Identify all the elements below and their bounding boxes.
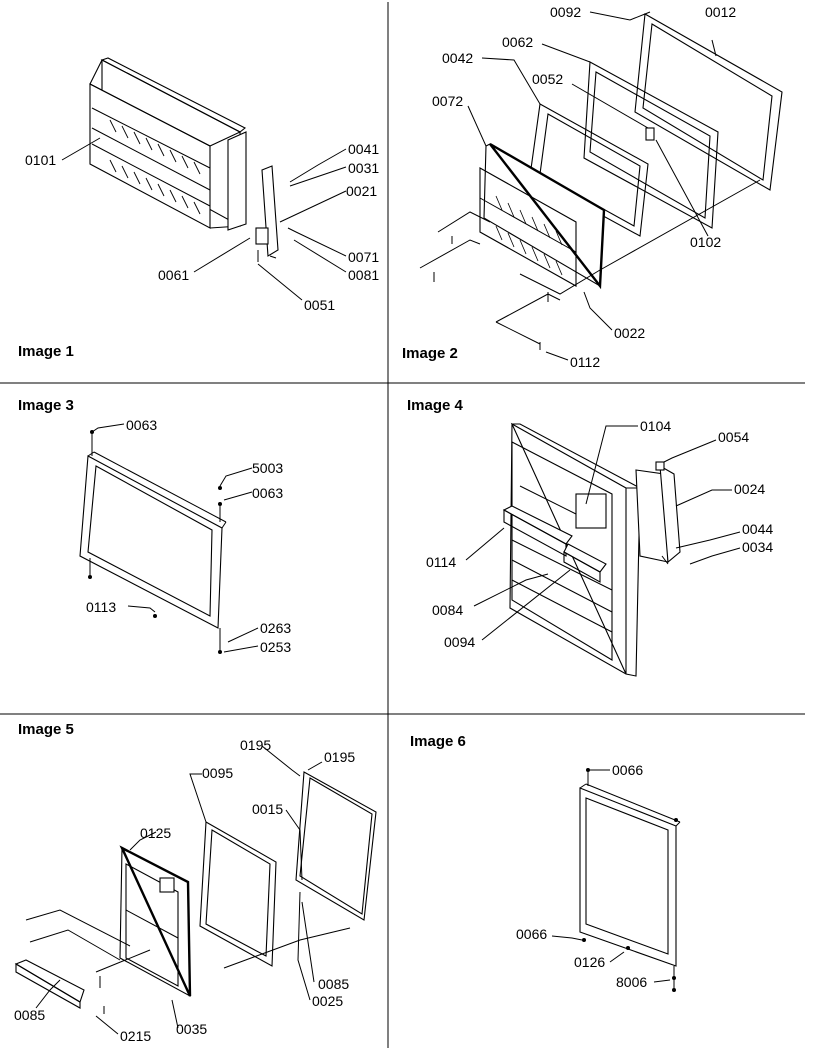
part-label-0104: 0104 xyxy=(640,418,671,434)
part-label-0042: 0042 xyxy=(442,50,473,66)
part-label-8006: 8006 xyxy=(616,974,647,990)
part-label-0034: 0034 xyxy=(742,539,773,555)
part-label-0031: 0031 xyxy=(348,160,379,176)
part-label-0024: 0024 xyxy=(734,481,765,497)
part-label-0195: 0195 xyxy=(240,737,271,753)
part-label-0112: 0112 xyxy=(570,354,600,370)
panel-title: Image 5 xyxy=(18,721,74,738)
panel-image-5: Image 5 xyxy=(14,721,377,1044)
callout-leaders xyxy=(465,425,741,641)
part-label-0052: 0052 xyxy=(532,71,563,87)
panel-image-6: Image 6 0066 0066 0126 8006 xyxy=(410,733,681,992)
callout-leaders xyxy=(35,745,323,1035)
part-label-0102: 0102 xyxy=(690,234,721,250)
panel-image-2: Image 2 xyxy=(402,4,783,370)
gasket-frame-drawing xyxy=(579,768,681,992)
part-label-0114: 0114 xyxy=(426,554,456,570)
part-labels: 0195 0195 0095 0125 0015 0085 0025 0085 … xyxy=(14,737,355,1044)
part-label-0021: 0021 xyxy=(346,183,377,199)
part-label-0066: 0066 xyxy=(612,762,643,778)
door-assembly-drawing xyxy=(502,422,681,677)
part-label-0085: 0085 xyxy=(318,976,349,992)
panel-image-4: Image 4 xyxy=(407,397,773,677)
panel-title: Image 6 xyxy=(410,733,466,750)
part-label-0253: 0253 xyxy=(260,639,291,655)
part-label-0015: 0015 xyxy=(252,801,283,817)
part-labels: 0092 0012 0062 0042 0052 0072 0102 0022 … xyxy=(432,4,736,370)
part-label-0061: 0061 xyxy=(158,267,189,283)
part-label-0044: 0044 xyxy=(742,521,773,537)
part-label-0195: 0195 xyxy=(324,749,355,765)
drawer-exploded-drawing xyxy=(419,11,783,350)
part-label-0072: 0072 xyxy=(432,93,463,109)
part-label-0095: 0095 xyxy=(202,765,233,781)
part-labels: 0104 0054 0024 0044 0034 0114 0084 0094 xyxy=(426,418,773,650)
part-label-0094: 0094 xyxy=(444,634,475,650)
part-label-0215: 0215 xyxy=(120,1028,151,1044)
part-label-0063: 0063 xyxy=(252,485,283,501)
part-label-0085: 0085 xyxy=(14,1007,45,1023)
part-label-0081: 0081 xyxy=(348,267,379,283)
panel-title: Image 2 xyxy=(402,345,458,362)
part-label-0084: 0084 xyxy=(432,602,463,618)
callout-leaders xyxy=(467,11,717,361)
part-label-0101: 0101 xyxy=(25,152,56,168)
drawer-assembly-drawing xyxy=(89,57,279,262)
part-label-0025: 0025 xyxy=(312,993,343,1009)
part-labels: 0066 0066 0126 8006 xyxy=(516,762,647,990)
panel-image-3: Image 3 0063 500 xyxy=(18,397,291,655)
part-label-0051: 0051 xyxy=(304,297,335,313)
panel-title: Image 4 xyxy=(407,397,464,414)
panel-title: Image 3 xyxy=(18,397,74,414)
part-label-0263: 0263 xyxy=(260,620,291,636)
part-label-0126: 0126 xyxy=(574,954,605,970)
part-label-0012: 0012 xyxy=(705,4,736,20)
panel-image-1: Image 1 xyxy=(18,57,379,360)
part-label-5003: 5003 xyxy=(252,460,283,476)
callout-leaders xyxy=(61,137,347,301)
part-label-0071: 0071 xyxy=(348,249,379,265)
callout-leaders xyxy=(91,423,259,653)
part-label-0041: 0041 xyxy=(348,141,379,157)
callout-leaders xyxy=(551,769,671,983)
part-label-0063: 0063 xyxy=(126,417,157,433)
part-label-0066: 0066 xyxy=(516,926,547,942)
panel-title: Image 1 xyxy=(18,343,74,360)
part-label-0062: 0062 xyxy=(502,34,533,50)
part-label-0035: 0035 xyxy=(176,1021,207,1037)
part-label-0092: 0092 xyxy=(550,4,581,20)
panel-grid xyxy=(0,2,805,1048)
part-label-0113: 0113 xyxy=(86,599,116,615)
part-labels: 0101 0041 0031 0021 0071 0081 0061 0051 xyxy=(25,141,379,313)
part-label-0022: 0022 xyxy=(614,325,645,341)
door-exploded-drawing xyxy=(14,771,377,1014)
part-label-0054: 0054 xyxy=(718,429,749,445)
part-labels: 0063 5003 0063 0113 0263 0253 xyxy=(86,417,291,655)
gasket-frame-drawing xyxy=(79,430,227,654)
part-label-0125: 0125 xyxy=(140,825,171,841)
